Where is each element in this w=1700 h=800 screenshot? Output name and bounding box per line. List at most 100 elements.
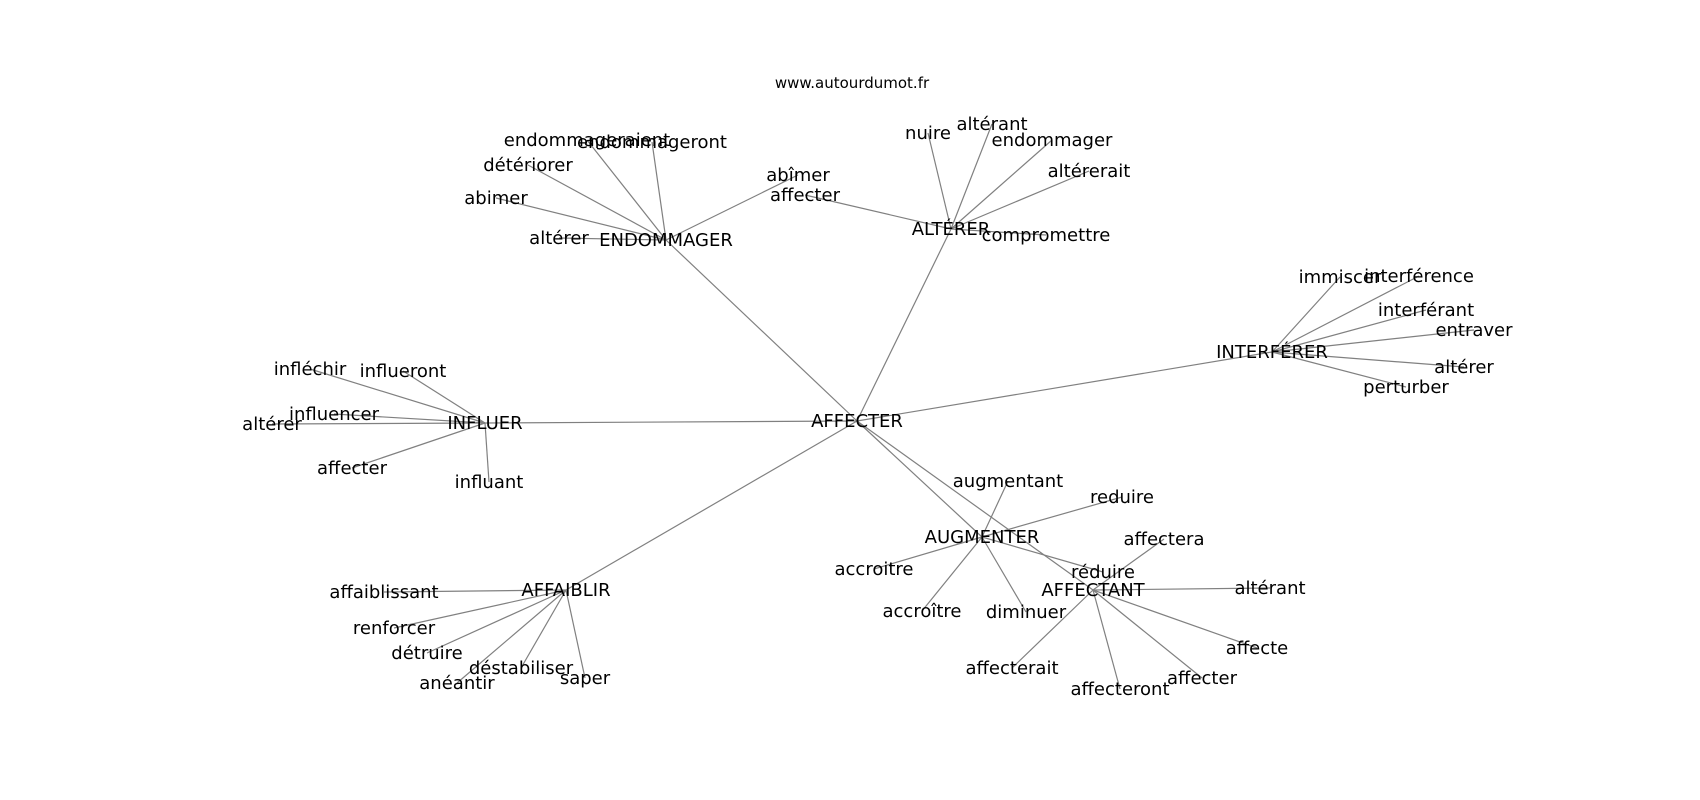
word-node-f-detruire[interactable]: détruire — [391, 643, 462, 664]
edge-alterer-a-alterant — [950, 123, 993, 230]
edge-interferer-i-interference — [1271, 275, 1420, 353]
edge-affaiblir-f-detruire — [426, 589, 567, 654]
word-node-i-entraver[interactable]: entraver — [1435, 320, 1513, 341]
edge-influer-n-influeront — [402, 370, 486, 424]
word-node-f-saper[interactable]: saper — [560, 668, 611, 689]
edge-alterer-a-affecter — [804, 194, 952, 230]
word-node-a-compromettre[interactable]: compromettre — [982, 225, 1111, 246]
word-node-a-nuire[interactable]: nuire — [905, 123, 951, 144]
edge-interferer-i-entraver — [1271, 329, 1475, 353]
edge-affecter-alterer — [856, 228, 952, 422]
word-node-e-endommageraient[interactable]: endommageraient — [504, 130, 671, 151]
edge-affaiblir-f-affaiblissant — [383, 589, 567, 593]
edge-influer-n-affecter — [351, 422, 486, 469]
edge-affecter-affectant — [856, 420, 1094, 591]
edge-affectant-t-affecte — [1092, 589, 1258, 649]
edge-alterer-a-compromettre — [950, 228, 1047, 236]
edge-affaiblir-f-destabiliser — [520, 589, 567, 669]
word-node-t-affecte[interactable]: affecte — [1226, 638, 1289, 659]
edge-augmenter-g-accroitre2 — [921, 536, 983, 612]
word-node-n-influant[interactable]: influant — [455, 472, 524, 493]
edge-endommager-e-deteriorer — [527, 164, 667, 241]
word-node-g-accroitre2[interactable]: accroître — [883, 601, 962, 622]
word-node-i-alterer[interactable]: altérer — [1434, 357, 1494, 378]
edge-influer-n-influencer — [333, 413, 486, 424]
word-node-a-affecter[interactable]: affecter — [770, 185, 841, 206]
edge-alterer-a-altererait — [950, 170, 1090, 230]
word-node-f-aneantir[interactable]: anéantir — [419, 673, 495, 694]
word-node-t-affecterait[interactable]: affecterait — [965, 658, 1058, 679]
edge-interferer-i-immiscer — [1271, 276, 1341, 353]
edge-influer-n-influant — [484, 422, 490, 483]
word-node-f-affaiblissant[interactable]: affaiblissant — [329, 582, 438, 603]
hub-node-endommager[interactable]: ENDOMMAGER — [599, 230, 733, 251]
word-node-e-abimer[interactable]: abimer — [464, 188, 528, 209]
graph-nodes: AFFECTER ENDOMMAGER ALTÉRER INTERFÉRER INFLU… — [242, 114, 1513, 700]
edge-interferer-i-perturber — [1271, 351, 1407, 388]
hub-node-affecter[interactable]: AFFECTER — [811, 411, 903, 432]
edge-affectant-t-affecteront — [1092, 589, 1121, 690]
word-node-g-augmentant[interactable]: augmentant — [953, 471, 1063, 492]
edge-influer-n-inflechir — [309, 368, 486, 424]
edge-interferer-i-alterer — [1271, 351, 1465, 368]
edge-affecter-endommager — [665, 239, 858, 422]
hub-node-affaiblir[interactable]: AFFAIBLIR — [521, 580, 610, 601]
word-node-n-alterer[interactable]: altérer — [242, 414, 302, 435]
word-node-n-influeront[interactable]: influeront — [360, 361, 447, 382]
hub-node-influer[interactable]: INFLUER — [447, 413, 522, 434]
edge-alterer-a-nuire — [927, 132, 952, 230]
edge-augmenter-g-accroitre — [873, 536, 983, 570]
word-node-e-abimer2[interactable]: abîmer — [766, 165, 830, 186]
word-node-e-endommageront[interactable]: endommageront — [577, 132, 727, 153]
word-node-n-influencer[interactable]: influencer — [289, 404, 380, 425]
hub-node-augmenter[interactable]: AUGMENTER — [925, 527, 1040, 548]
edge-endommager-e-alterer — [558, 237, 667, 241]
edge-affaiblir-f-renforcer — [393, 589, 567, 629]
edge-augmenter-g-diminuer — [981, 536, 1027, 613]
hub-node-interferer[interactable]: INTERFÉRER — [1216, 341, 1328, 363]
word-node-n-inflechir[interactable]: infléchir — [274, 359, 347, 380]
edge-endommager-e-endommageront — [651, 141, 667, 241]
word-node-e-alterer[interactable]: altérer — [529, 228, 589, 249]
edge-affecter-affaiblir — [565, 420, 858, 591]
edge-alterer-a-endommager — [950, 139, 1053, 230]
word-node-f-renforcer[interactable]: renforcer — [353, 618, 436, 639]
edge-affectant-t-affecterait — [1011, 589, 1094, 669]
hub-node-affectant[interactable]: AFFECTANT — [1041, 580, 1145, 601]
word-node-t-affecteront[interactable]: affecteront — [1070, 679, 1169, 700]
edge-affaiblir-f-saper — [565, 589, 586, 679]
edge-endommager-e-abimer2 — [665, 174, 799, 241]
word-node-t-alterant[interactable]: altérant — [1234, 578, 1305, 599]
edge-affectant-t-affectera — [1092, 538, 1165, 591]
edge-affecter-interferer — [856, 351, 1273, 422]
graph-edges — [271, 123, 1475, 690]
word-node-a-altererait[interactable]: altérerait — [1048, 161, 1131, 182]
word-node-f-destabiliser[interactable]: déstabiliser — [469, 658, 574, 679]
site-watermark: www.autourdumot.fr — [775, 74, 930, 92]
word-node-n-affecter[interactable]: affecter — [317, 458, 388, 479]
word-node-i-interference[interactable]: interférence — [1364, 266, 1474, 287]
word-node-g-accroitre[interactable]: accroitre — [835, 559, 914, 580]
word-node-t-affectera[interactable]: affectera — [1124, 529, 1205, 550]
word-node-e-deteriorer[interactable]: détériorer — [483, 155, 573, 176]
word-node-g-reduire2[interactable]: réduire — [1071, 562, 1135, 583]
word-node-t-affecter[interactable]: affecter — [1167, 668, 1238, 689]
word-node-i-perturber[interactable]: perturber — [1363, 377, 1449, 398]
hub-node-alterer[interactable]: ALTÉRER — [912, 218, 991, 240]
edge-influer-n-alterer — [271, 422, 486, 425]
edge-affecter-augmenter — [856, 420, 983, 538]
word-node-a-alterant[interactable]: altérant — [956, 114, 1027, 135]
word-node-i-immiscer[interactable]: immiscer — [1299, 267, 1382, 288]
word-node-g-diminuer[interactable]: diminuer — [986, 602, 1067, 623]
edge-affecter-influer — [484, 420, 858, 424]
word-node-i-interferant[interactable]: interférant — [1378, 300, 1474, 321]
edge-augmenter-g-reduire — [981, 496, 1123, 538]
word-node-g-reduire[interactable]: reduire — [1090, 487, 1154, 508]
edge-affaiblir-f-aneantir — [456, 589, 567, 684]
word-node-a-endommager[interactable]: endommager — [992, 130, 1114, 151]
edge-affectant-t-affecter — [1092, 589, 1203, 679]
edge-affectant-t-alterant — [1092, 587, 1271, 591]
edge-endommager-e-abimer — [495, 197, 667, 241]
edge-augmenter-g-augmentant — [981, 480, 1009, 538]
